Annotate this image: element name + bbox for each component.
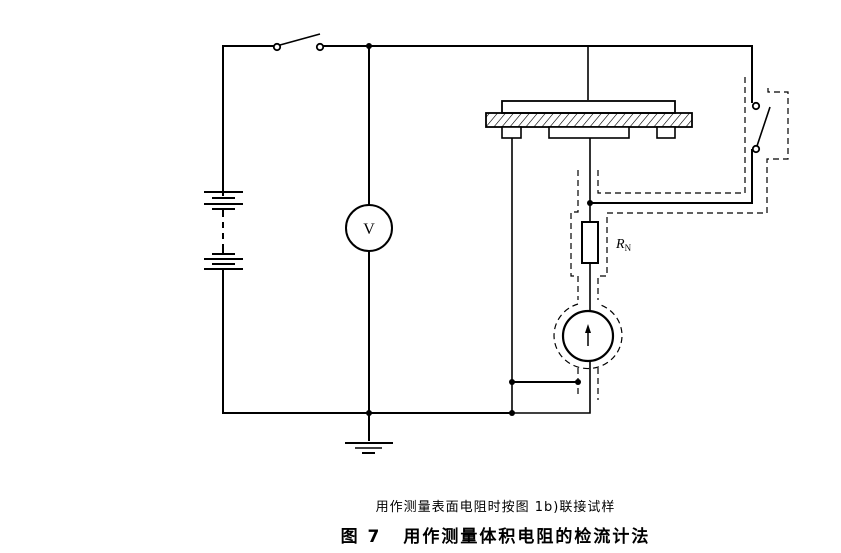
guard-electrode-left bbox=[501, 126, 522, 139]
shield-left-rn bbox=[570, 170, 579, 300]
resistor-label: RN bbox=[615, 237, 632, 253]
voltmeter: V bbox=[345, 204, 393, 252]
shield-switch[interactable] bbox=[751, 101, 771, 154]
wire-galvo-bottom bbox=[512, 360, 591, 414]
guard-electrode-right bbox=[656, 126, 676, 139]
shield-inner-top bbox=[597, 74, 746, 194]
shield-switch-blade[interactable] bbox=[756, 106, 771, 147]
switch-blade[interactable] bbox=[279, 33, 321, 46]
standard-resistor: RN bbox=[581, 221, 632, 264]
figure-number: 图 7 bbox=[340, 527, 382, 547]
junction-nodes bbox=[366, 43, 593, 416]
shield-outer-right bbox=[597, 88, 789, 300]
main-switch[interactable] bbox=[272, 33, 325, 52]
shield-lines bbox=[553, 74, 789, 400]
galvanometer-icon bbox=[561, 309, 615, 363]
switch-terminal-left bbox=[272, 42, 282, 52]
switch-terminal-right bbox=[315, 42, 325, 52]
battery-icon bbox=[204, 191, 243, 270]
main-circuit-wires bbox=[222, 45, 753, 441]
shield-switch-terminal-top bbox=[751, 101, 761, 111]
shield-galvanometer bbox=[553, 303, 623, 370]
wire-top-left bbox=[222, 45, 277, 196]
measuring-electrode bbox=[548, 126, 630, 139]
voltmeter-circle bbox=[345, 204, 393, 252]
resistor-body bbox=[581, 221, 599, 264]
ground-icon bbox=[345, 442, 393, 454]
figure-subtitle: 用作测量表面电阻时按图 1b)联接试样 bbox=[375, 500, 616, 515]
voltmeter-label: V bbox=[363, 221, 375, 238]
electrode-specimen-icon bbox=[485, 100, 693, 139]
galvanometer-arrow bbox=[585, 324, 591, 333]
figure-caption: 图 7 用作测量体积电阻的检流计法 bbox=[0, 522, 841, 547]
specimen bbox=[485, 112, 693, 128]
upper-electrode bbox=[501, 100, 676, 114]
wire-top-right bbox=[319, 45, 753, 103]
shield-switch-terminal-bottom bbox=[751, 144, 761, 154]
figure-title: 用作测量体积电阻的检流计法 bbox=[403, 527, 651, 547]
